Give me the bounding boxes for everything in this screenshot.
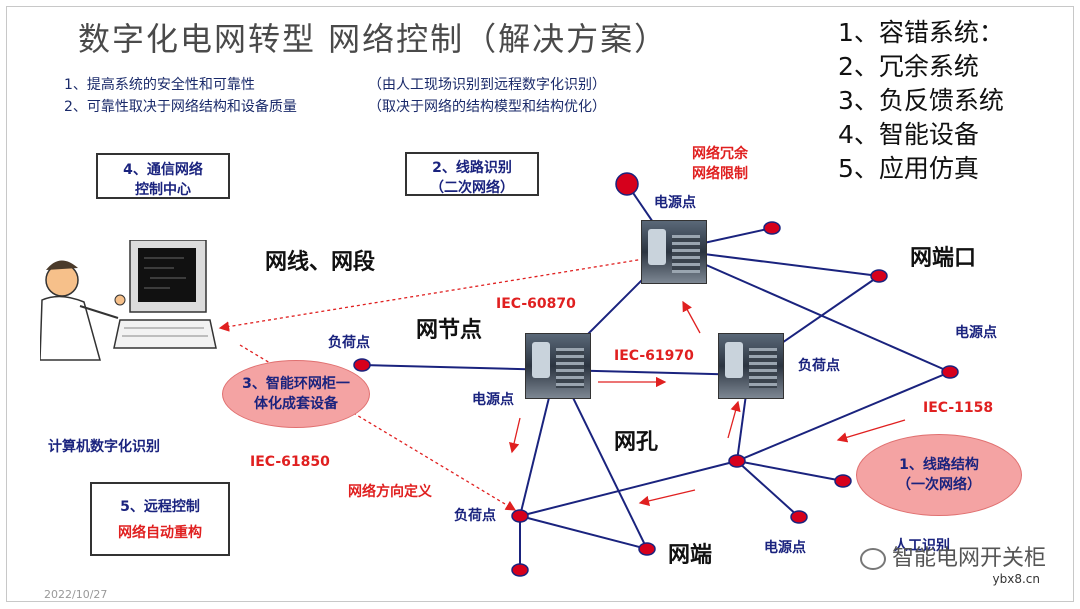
subtitle-line1-left: 1、提高系统的安全性和可靠性 bbox=[64, 77, 255, 93]
network-node bbox=[511, 509, 529, 523]
label-power-point: 电源点 bbox=[654, 195, 696, 211]
network-line bbox=[736, 460, 844, 482]
label-redundancy-line2: 网络限制 bbox=[692, 166, 748, 182]
flow-arrow bbox=[727, 400, 741, 439]
flow-arrow bbox=[638, 489, 696, 506]
smart-ring-line2: 体化成套设备 bbox=[254, 396, 338, 412]
switchgear-image bbox=[718, 333, 784, 399]
label-network-hole: 网孔 bbox=[614, 430, 659, 455]
line-structure-line2: （一次网络） bbox=[897, 477, 981, 493]
label-network-end: 网端 bbox=[668, 543, 713, 568]
operator-computer-image bbox=[40, 240, 217, 361]
label-iec-61970: IEC-61970 bbox=[614, 348, 694, 364]
network-node bbox=[790, 510, 808, 524]
label-power-point: 电源点 bbox=[472, 392, 514, 408]
line-structure-ellipse: 1、线路结构 （一次网络） bbox=[856, 434, 1022, 516]
label-computer-identification: 计算机数字化识别 bbox=[48, 439, 160, 455]
label-iec-60870: IEC-60870 bbox=[496, 296, 576, 312]
label-network-line-segment: 网线、网段 bbox=[265, 250, 376, 275]
network-line bbox=[736, 460, 800, 518]
network-node bbox=[834, 474, 852, 488]
label-iec-61850: IEC-61850 bbox=[250, 454, 330, 470]
label-network-redundancy: 网络冗余 网络限制 bbox=[692, 144, 748, 184]
network-node bbox=[638, 542, 656, 556]
label-load-point: 负荷点 bbox=[328, 335, 370, 351]
subtitle-line2-left: 2、可靠性取决于网络结构和设备质量 bbox=[64, 99, 297, 115]
feature-item: 3、负反馈系统 bbox=[838, 86, 1004, 115]
label-network-direction: 网络方向定义 bbox=[348, 484, 432, 500]
watermark: 智能电网开关柜 bbox=[859, 540, 1046, 572]
remote-control-line1: 5、远程控制 bbox=[120, 499, 200, 515]
control-center-box: 4、通信网络 控制中心 bbox=[96, 153, 230, 199]
label-redundancy-line1: 网络冗余 bbox=[692, 146, 748, 162]
control-center-line1: 4、通信网络 bbox=[123, 162, 203, 178]
label-network-port: 网端口 bbox=[910, 246, 977, 271]
control-center-line2: 控制中心 bbox=[135, 182, 191, 198]
flow-arrow bbox=[509, 417, 521, 454]
switchgear-image bbox=[641, 220, 707, 284]
label-power-point: 电源点 bbox=[955, 325, 997, 341]
remote-control-box: 5、远程控制 网络自动重构 bbox=[90, 482, 230, 556]
label-load-point: 负荷点 bbox=[454, 508, 496, 524]
page-title: 数字化电网转型 网络控制（解决方案） bbox=[78, 20, 669, 58]
label-iec-1158: IEC-1158 bbox=[923, 400, 994, 416]
network-line bbox=[519, 460, 738, 517]
network-line bbox=[671, 249, 951, 373]
switchgear-image bbox=[525, 333, 591, 399]
network-line bbox=[519, 515, 648, 550]
line-identification-line1: 2、线路识别 bbox=[432, 160, 512, 176]
label-load-point: 负荷点 bbox=[798, 358, 840, 374]
subtitle-line2-right: （取决于网络的结构模型和结构优化） bbox=[368, 99, 606, 115]
watermark-text: 智能电网开关柜 bbox=[891, 546, 1046, 571]
smart-ring-line1: 3、智能环网柜一 bbox=[242, 376, 350, 392]
line-identification-box: 2、线路识别 （二次网络） bbox=[405, 152, 539, 196]
feature-item: 5、应用仿真 bbox=[838, 154, 979, 183]
network-node bbox=[511, 563, 529, 577]
feature-item: 4、智能设备 bbox=[838, 120, 979, 149]
date-stamp: 2022/10/27 bbox=[44, 588, 108, 601]
watermark-site: ybx8.cn bbox=[992, 572, 1040, 586]
wechat-icon bbox=[859, 548, 886, 570]
label-power-point: 电源点 bbox=[764, 540, 806, 556]
label-manual-identification: 人工识别 bbox=[894, 538, 950, 554]
label-network-node: 网节点 bbox=[416, 318, 483, 343]
network-node bbox=[615, 172, 639, 196]
subtitle-line1-right: （由人工现场识别到远程数字化识别） bbox=[368, 77, 606, 93]
network-line bbox=[736, 371, 951, 462]
network-node bbox=[941, 365, 959, 379]
line-identification-line2: （二次网络） bbox=[430, 180, 514, 196]
flow-arrow bbox=[682, 300, 701, 334]
dotted-arrow bbox=[218, 257, 651, 332]
network-node bbox=[763, 221, 781, 235]
network-node bbox=[870, 269, 888, 283]
feature-item: 1、容错系统： bbox=[838, 18, 1004, 47]
remote-control-line2: 网络自动重构 bbox=[118, 525, 202, 541]
network-node bbox=[353, 358, 371, 372]
network-node bbox=[728, 454, 746, 468]
feature-list: 1、容错系统： 2、冗余系统 3、负反馈系统 4、智能设备 5、应用仿真 bbox=[838, 16, 1004, 186]
feature-item: 2、冗余系统 bbox=[838, 52, 979, 81]
flow-arrow bbox=[836, 419, 906, 443]
line-structure-line1: 1、线路结构 bbox=[899, 457, 979, 473]
smart-ring-cabinet-ellipse: 3、智能环网柜一体化成套设备 bbox=[222, 360, 370, 428]
